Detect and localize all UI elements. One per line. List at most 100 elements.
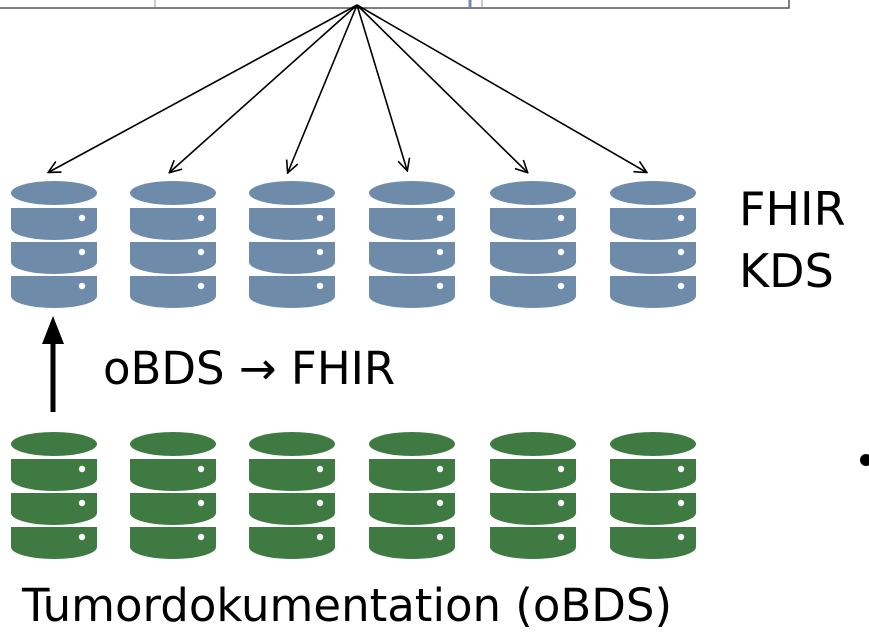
database-indicator-dot [316,214,324,222]
database-slice [130,459,216,491]
database-indicator-dot [677,214,685,222]
conversion-arrow-head [42,316,64,344]
database-indicator-dot [316,533,324,541]
database-cap [249,432,335,456]
database-indicator-dot [557,282,565,290]
database-slice [490,493,576,525]
conversion-arrow [42,316,64,412]
obds-database-icon [369,432,455,559]
database-slice [130,242,216,274]
fhir-database-icon [11,181,97,308]
database-indicator-dot [78,248,86,256]
database-indicator-dot [436,499,444,507]
fhir-database-icon [249,181,335,308]
database-indicator-dot [436,214,444,222]
database-cap [369,181,455,205]
database-indicator-dot [677,282,685,290]
database-cap [11,432,97,456]
database-indicator-dot [316,248,324,256]
target-format-label-kds: KDS [739,244,834,298]
database-slice [490,242,576,274]
top-panel [0,0,790,9]
fhir-database-icon [490,181,576,308]
database-slice [249,493,335,525]
top-panel-frame [0,0,790,9]
database-slice [369,242,455,274]
database-indicator-dot [316,465,324,473]
database-slice [249,459,335,491]
distribution-arrows [49,4,646,172]
database-indicator-dot [436,248,444,256]
database-indicator-dot [557,214,565,222]
database-slice [11,242,97,274]
database-indicator-dot [78,282,86,290]
database-slice [369,493,455,525]
database-indicator-dot [78,214,86,222]
database-indicator-dot [677,248,685,256]
database-slice [11,276,97,308]
bullet-dot [860,454,869,466]
conversion-label: oBDS → FHIR [103,342,396,395]
source-label: Tumordokumentation (oBDS) [22,579,673,632]
database-slice [130,493,216,525]
database-slice [249,242,335,274]
distribution-arrow [170,4,358,172]
database-cap [11,181,97,205]
obds-database-icon [130,432,216,559]
database-slice [249,276,335,308]
database-cap [490,432,576,456]
fhir-database-icon [610,181,696,308]
obds-database-icon [249,432,335,559]
database-slice [610,276,696,308]
fhir-database-icon [369,181,455,308]
database-slice [130,208,216,240]
obds-database-icon [610,432,696,559]
database-slice [610,493,696,525]
database-indicator-dot [197,465,205,473]
database-indicator-dot [557,499,565,507]
database-slice [490,276,576,308]
database-indicator-dot [197,282,205,290]
database-slice [369,208,455,240]
database-slice [610,459,696,491]
database-slice [610,208,696,240]
database-indicator-dot [677,499,685,507]
distribution-arrow [356,4,646,172]
database-slice [11,459,97,491]
database-cap [130,181,216,205]
database-cap [490,181,576,205]
database-slice [369,459,455,491]
database-slice [490,459,576,491]
database-indicator-dot [316,282,324,290]
database-indicator-dot [197,533,205,541]
database-slice [369,276,455,308]
database-indicator-dot [78,499,86,507]
database-slice [369,527,455,559]
database-indicator-dot [557,248,565,256]
database-slice [490,208,576,240]
database-slice [130,276,216,308]
distribution-arrow [49,4,358,172]
database-indicator-dot [557,533,565,541]
database-indicator-dot [436,465,444,473]
database-indicator-dot [197,248,205,256]
database-indicator-dot [436,282,444,290]
database-indicator-dot [677,533,685,541]
database-slice [11,208,97,240]
database-indicator-dot [78,533,86,541]
database-cap [130,432,216,456]
database-indicator-dot [78,465,86,473]
obds-database-icon [490,432,576,559]
database-indicator-dot [316,499,324,507]
target-format-label-fhir: FHIR [739,182,846,236]
database-slice [610,527,696,559]
database-slice [249,527,335,559]
database-cap [249,181,335,205]
database-slice [490,527,576,559]
distribution-arrow [288,4,358,172]
database-slice [11,527,97,559]
database-slice [11,493,97,525]
distribution-arrow [356,4,407,170]
